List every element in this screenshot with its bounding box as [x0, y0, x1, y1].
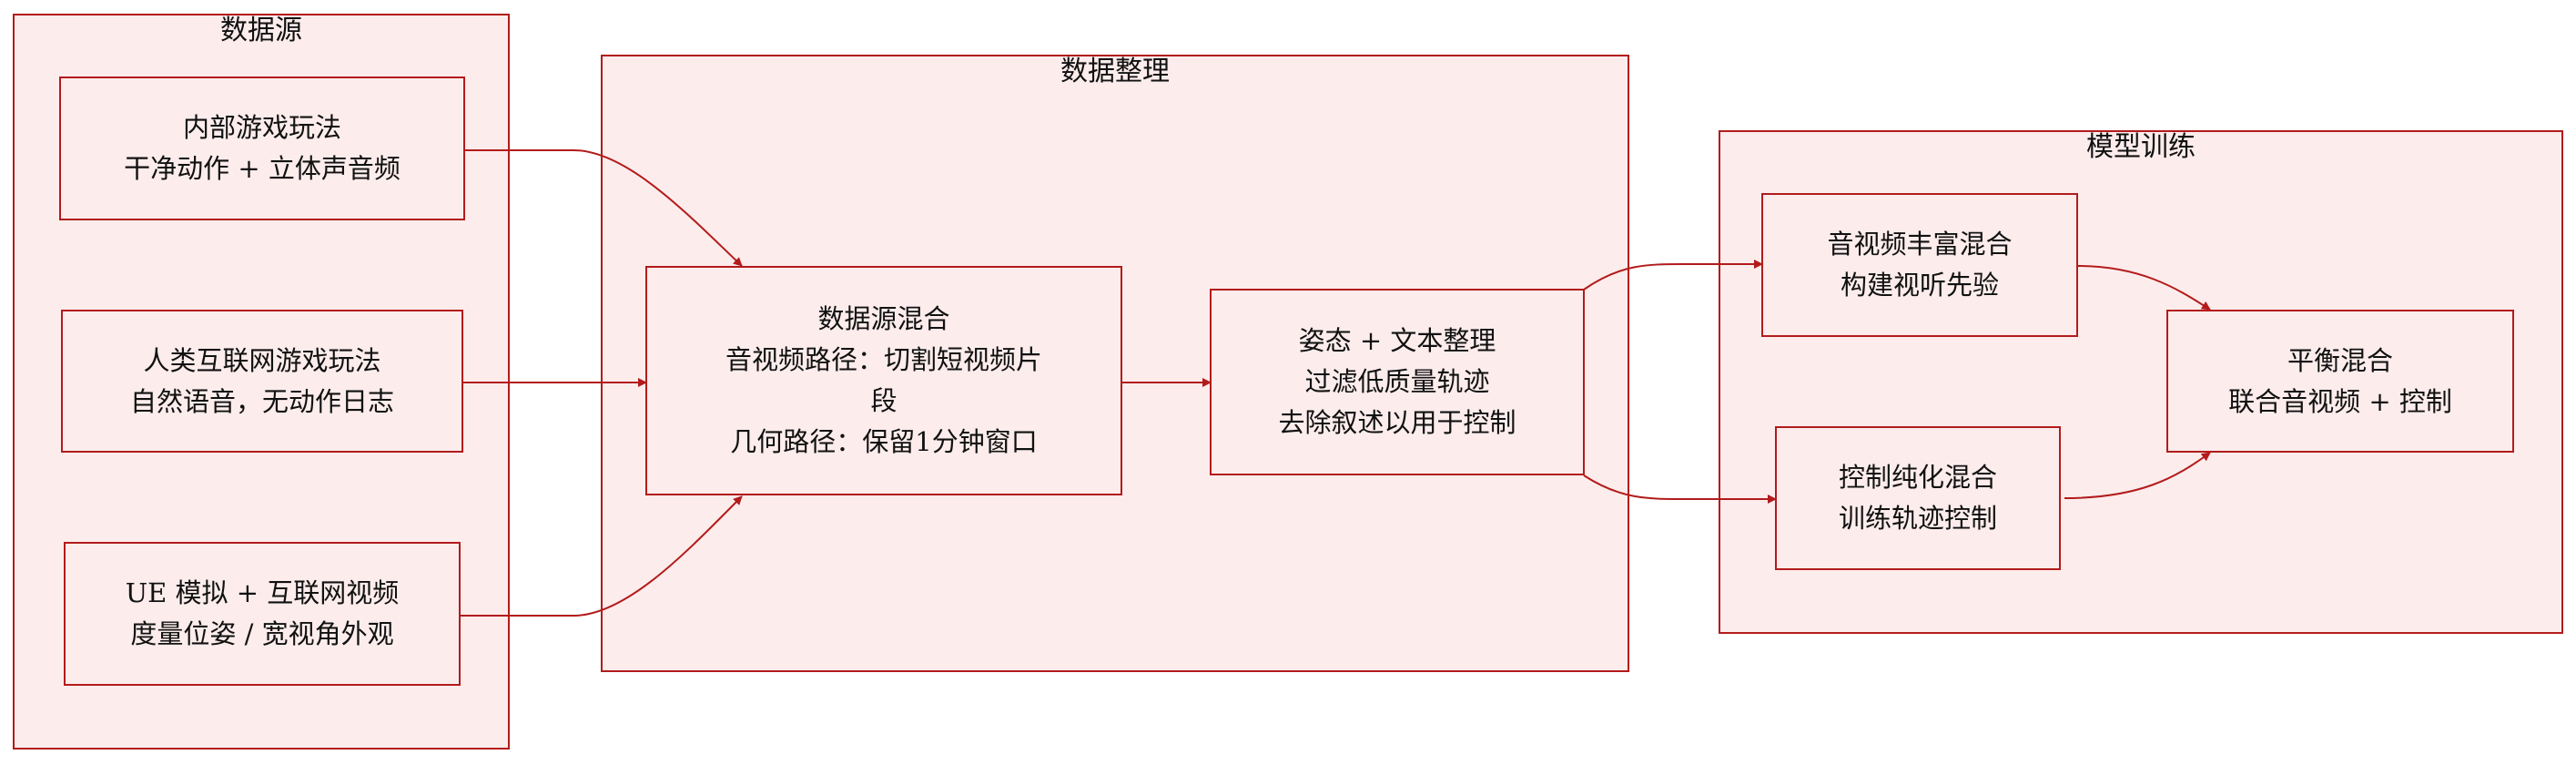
node-balance-line2: 联合音视频 + 控制	[2228, 385, 2452, 417]
edge-pose-to-ctrl	[1583, 474, 1777, 504]
node-source-mix: 数据源混合 音视频路径：切割短视频片 段 几何路径：保留1分钟窗口	[645, 266, 1122, 495]
node-balance-line1: 平衡混合	[2287, 344, 2393, 376]
node-av-line1: 音视频丰富混合	[1827, 229, 2013, 260]
node-balanced-mix: 平衡混合 联合音视频 + 控制	[2166, 310, 2514, 453]
node-mix-line4: 几何路径：保留1分钟窗口	[730, 425, 1038, 457]
node-internal-gameplay: 内部游戏玩法 干净动作 + 立体声音频	[59, 76, 465, 220]
node-control-pure-mix: 控制纯化混合 训练轨迹控制	[1775, 426, 2061, 570]
node-human-line2: 自然语音，无动作日志	[129, 385, 394, 417]
group-title-training: 模型训练	[2086, 131, 2196, 163]
edge-internal-to-mix	[464, 149, 743, 267]
node-ctrl-line2: 训练轨迹控制	[1838, 503, 1997, 534]
edge-ctrl-to-balance	[2064, 452, 2211, 499]
node-mix-line1: 数据源混合	[817, 303, 950, 335]
node-ctrl-line1: 控制纯化混合	[1838, 462, 1997, 494]
node-mix-line3: 段	[870, 385, 898, 416]
node-av-line2: 构建视听先验	[1840, 270, 1999, 301]
node-human-line1: 人类互联网游戏玩法	[143, 344, 381, 376]
group-title-sources: 数据源	[220, 15, 302, 46]
node-human-gameplay: 人类互联网游戏玩法 自然语音，无动作日志	[61, 310, 463, 453]
group-title-curation: 数据整理	[1060, 56, 1170, 87]
edge-pose-to-av	[1583, 260, 1763, 291]
edge-ue-to-mix	[460, 495, 743, 617]
node-ue-simulation: UE 模拟 + 互联网视频 度量位姿 / 宽视角外观	[64, 542, 461, 686]
node-pose-line3: 去除叙述以用于控制	[1278, 406, 1516, 438]
node-pose-line2: 过滤低质量轨迹	[1304, 366, 1490, 398]
node-ue-line1: UE 模拟 + 互联网视频	[125, 577, 400, 609]
node-pose-text-curation: 姿态 + 文本整理 过滤低质量轨迹 去除叙述以用于控制	[1210, 289, 1585, 475]
edge-av-to-balance	[2076, 265, 2211, 311]
node-ue-line2: 度量位姿 / 宽视角外观	[130, 618, 394, 649]
node-internal-line2: 干净动作 + 立体声音频	[124, 153, 401, 184]
node-mix-line2: 音视频路径：切割短视频片	[725, 344, 1042, 376]
node-av-rich-mix: 音视频丰富混合 构建视听先验	[1761, 193, 2078, 337]
node-pose-line1: 姿态 + 文本整理	[1298, 325, 1496, 357]
node-internal-line1: 内部游戏玩法	[182, 112, 341, 144]
